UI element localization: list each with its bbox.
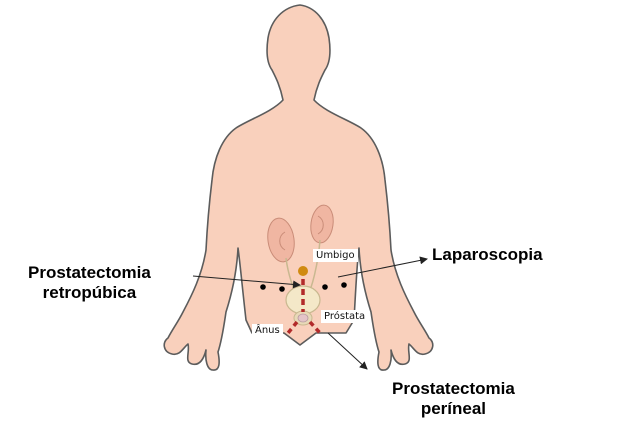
- left-kidney-pelvis: [317, 215, 324, 235]
- perineal-label-line1: Prostatectomia: [392, 379, 515, 398]
- umbilicus-marker: [298, 266, 308, 276]
- perineal-incision-left: [286, 320, 299, 335]
- perineal-label: Prostatectomia períneal: [392, 379, 515, 419]
- laparoscopy-label: Laparoscopia: [432, 245, 543, 264]
- retropubic-label-line2: retropúbica: [42, 283, 137, 302]
- umbilicus-label: Umbigo: [313, 249, 358, 262]
- anus-label: Ânus: [252, 324, 283, 337]
- port-dot-right-medial: [322, 284, 328, 290]
- retropubic-pointer-arrow: [192, 275, 301, 289]
- prostate-highlight: [297, 313, 309, 323]
- prostate-label: Próstata: [321, 310, 369, 323]
- right-kidney: [267, 217, 295, 263]
- retropubic-label: Prostatectomia retropúbica: [28, 263, 151, 303]
- port-dot-left-medial: [279, 286, 285, 292]
- port-dot-left-lateral: [260, 284, 266, 290]
- perineal-label-line2: períneal: [420, 399, 487, 418]
- perineal-incision-right: [308, 320, 322, 335]
- perineal-pointer-arrow: [327, 332, 368, 370]
- right-kidney-pelvis: [279, 231, 286, 251]
- retropubic-label-line1: Prostatectomia: [28, 263, 151, 282]
- laparoscopy-pointer-arrow: [337, 256, 428, 278]
- port-dot-right-lateral: [341, 282, 347, 288]
